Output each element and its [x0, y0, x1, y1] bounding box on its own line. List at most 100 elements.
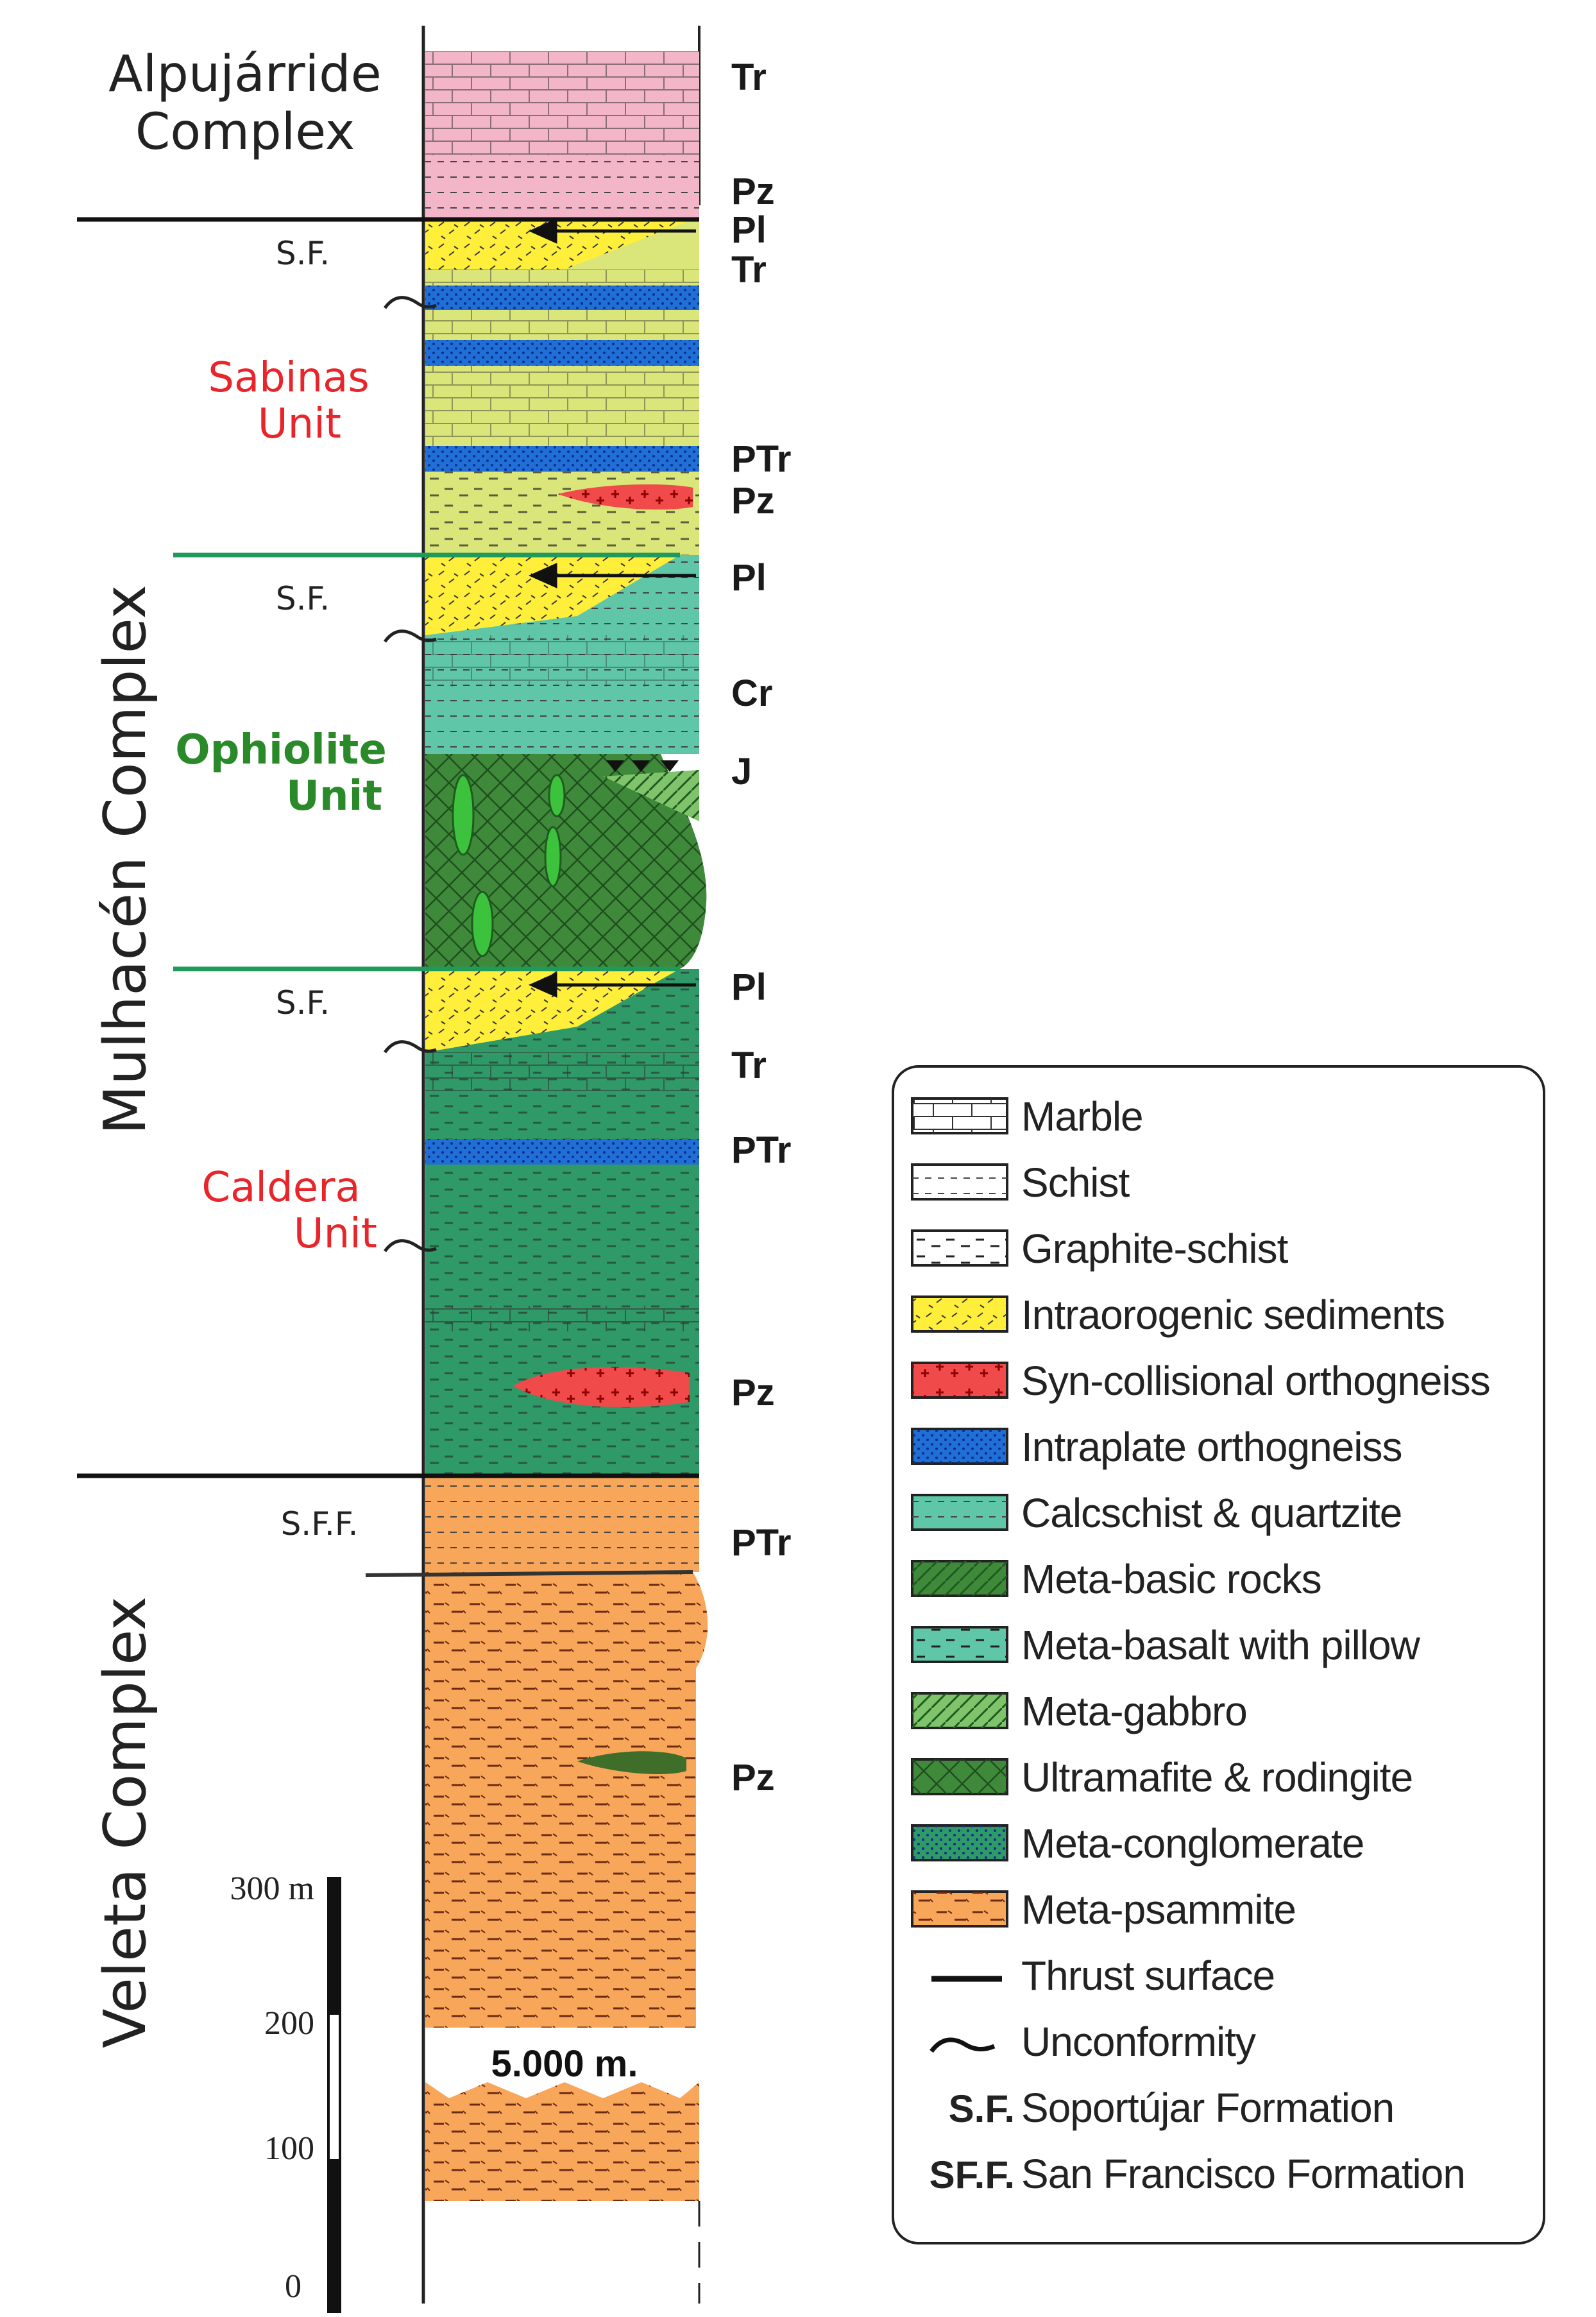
- pl-arrows: [528, 218, 696, 998]
- unconformity-mark-2: [383, 629, 437, 643]
- legend-swatch-pattern: [912, 1429, 1007, 1464]
- legend-swatch-pattern: [912, 1363, 1007, 1398]
- legend-item: Syn-collisional orthogneiss: [911, 1358, 1491, 1404]
- legend-item: Thrust surface: [931, 1953, 1275, 1999]
- scale-unit-label: 300 m: [230, 1870, 314, 1907]
- pillow-marks: [606, 760, 679, 772]
- scale-tick: 200: [264, 2005, 314, 2042]
- legend-label: Meta-psammite: [1021, 1886, 1296, 1933]
- legend-label: Calcschist & quartzite: [1021, 1490, 1402, 1536]
- mulhacen-complex-label: Mulhacén Complex: [92, 585, 159, 1134]
- legend-swatch-pattern: [912, 1892, 1007, 1926]
- legend-label: Graphite-schist: [1021, 1226, 1289, 1272]
- legend-item: Unconformity: [930, 2019, 1257, 2065]
- legend-item: Meta-psammite: [911, 1886, 1296, 1933]
- age-label: Tr: [731, 56, 767, 98]
- sabinas-unit-label-line1: Sabinas: [208, 354, 369, 402]
- legend-swatch-pattern: [912, 1495, 1007, 1530]
- legend-label: Meta-basic rocks: [1021, 1556, 1321, 1602]
- legend-label: Intraplate orthogneiss: [1021, 1424, 1402, 1470]
- age-label: Pl: [731, 209, 767, 251]
- legend-item: Marble: [911, 1093, 1144, 1140]
- thrust-sff: [365, 1570, 693, 1577]
- caldera-unit-label-line1: Caldera: [201, 1164, 360, 1211]
- stratigraphic-column: [77, 26, 708, 2304]
- sf-label: S.F.: [276, 235, 330, 272]
- break-label: 5.000 m.: [491, 2043, 638, 2085]
- age-label: Tr: [731, 249, 767, 291]
- unconformity-mark-3: [383, 1040, 437, 1054]
- legend-item: Graphite-schist: [911, 1226, 1289, 1272]
- sabinas-unit-label-line2: Unit: [258, 400, 341, 448]
- legend-item: Meta-conglomerate: [911, 1820, 1364, 1867]
- legend-item: Meta-gabbro: [911, 1688, 1248, 1734]
- legend-swatch-pattern: [912, 1231, 1007, 1265]
- legend-label: Thrust surface: [1021, 1953, 1275, 1999]
- legend-label: Unconformity: [1021, 2019, 1256, 2065]
- legend-label: Meta-gabbro: [1021, 1688, 1247, 1734]
- legend-label: Meta-basalt with pillow: [1021, 1622, 1421, 1668]
- sf-label: S.F.: [276, 984, 330, 1022]
- age-label: Pz: [731, 1372, 775, 1414]
- legend-swatch-pattern: [912, 1561, 1007, 1596]
- age-label: PTr: [731, 1522, 792, 1564]
- legend-label: Marble: [1021, 1093, 1143, 1140]
- legend-item: Intraplate orthogneiss: [911, 1424, 1403, 1470]
- rodingite-lens-1: [452, 774, 475, 856]
- legend-item: Schist: [911, 1159, 1131, 1206]
- age-label: Pz: [731, 171, 775, 212]
- sff-label: S.F.F.: [281, 1505, 359, 1543]
- complex-labels: Alpujárride Complex Mulhacén Complex Vel…: [92, 46, 387, 2048]
- legend-item: Calcschist & quartzite: [911, 1490, 1402, 1536]
- age-label: Pz: [731, 480, 775, 522]
- column-break: [425, 2028, 699, 2098]
- legend-label: Meta-conglomerate: [1021, 1820, 1364, 1867]
- legend-abbrev-label: Soportújar Formation: [1021, 2085, 1394, 2131]
- veleta-complex-label: Veleta Complex: [92, 1596, 159, 2048]
- age-label: PTr: [731, 1129, 792, 1171]
- legend-swatch-pattern: [912, 1099, 1007, 1133]
- legend-box: [892, 1065, 1545, 2244]
- legend-item: Meta-basalt with pillow: [911, 1622, 1422, 1668]
- legend-abbrev-label: San Francisco Formation: [1021, 2151, 1465, 2197]
- age-label: J: [731, 751, 752, 792]
- legend-label: Schist: [1021, 1159, 1130, 1206]
- legend-label: Ultramafite & rodingite: [1021, 1754, 1413, 1800]
- legend-swatch-pattern: [912, 1693, 1007, 1728]
- age-label: PTr: [731, 438, 792, 480]
- legend-swatch-pattern: [912, 1627, 1007, 1662]
- legend-swatch-pattern: [912, 1165, 1007, 1199]
- rodingite-lens-4: [544, 826, 562, 887]
- scale-tick: 100: [264, 2130, 314, 2167]
- legend-abbrev: SF.F.: [930, 2153, 1015, 2196]
- age-label: Pz: [731, 1757, 775, 1799]
- unconformity-swatch: [930, 2037, 996, 2053]
- ophiolite-unit-label-line1: Ophiolite: [175, 726, 387, 774]
- alpujarride-label-line1: Alpujárride: [108, 46, 381, 103]
- sf-label: S.F.: [276, 580, 330, 617]
- age-label: Pl: [731, 557, 767, 599]
- legend-abbrev: S.F.: [949, 2087, 1015, 2130]
- legend-label: Intraorogenic sediments: [1021, 1292, 1445, 1338]
- veleta-meta-basic-lens: [577, 1751, 686, 1774]
- unconformity-mark-1: [383, 296, 437, 309]
- legend: MarbleSchistGraphite-schistIntraorogenic…: [892, 1065, 1545, 2244]
- rodingite-lens-2: [471, 891, 494, 957]
- unconformity-mark-4: [383, 1239, 437, 1253]
- rodingite-lens-3: [548, 774, 566, 817]
- age-labels: Tr Pz Pl Tr PTr Pz Pl Cr J Pl Tr PTr Pz …: [731, 56, 792, 1799]
- legend-swatch-pattern: [912, 1759, 1007, 1794]
- caldera-unit-label-line2: Unit: [294, 1210, 377, 1258]
- legend-item: Meta-basic rocks: [911, 1556, 1322, 1602]
- alpujarride-label-line2: Complex: [135, 103, 355, 161]
- age-label: Cr: [731, 672, 772, 714]
- scale-bar: 300 m 200 100 0: [230, 1870, 341, 2313]
- scale-tick: 0: [285, 2268, 301, 2305]
- ophiolite-unit-label-line2: Unit: [286, 773, 382, 820]
- legend-item: Ultramafite & rodingite: [911, 1754, 1413, 1800]
- legend-label: Syn-collisional orthogneiss: [1021, 1358, 1490, 1404]
- legend-swatch-pattern: [912, 1825, 1007, 1860]
- legend-swatch-pattern: [912, 1297, 1007, 1331]
- age-label: Tr: [731, 1045, 767, 1086]
